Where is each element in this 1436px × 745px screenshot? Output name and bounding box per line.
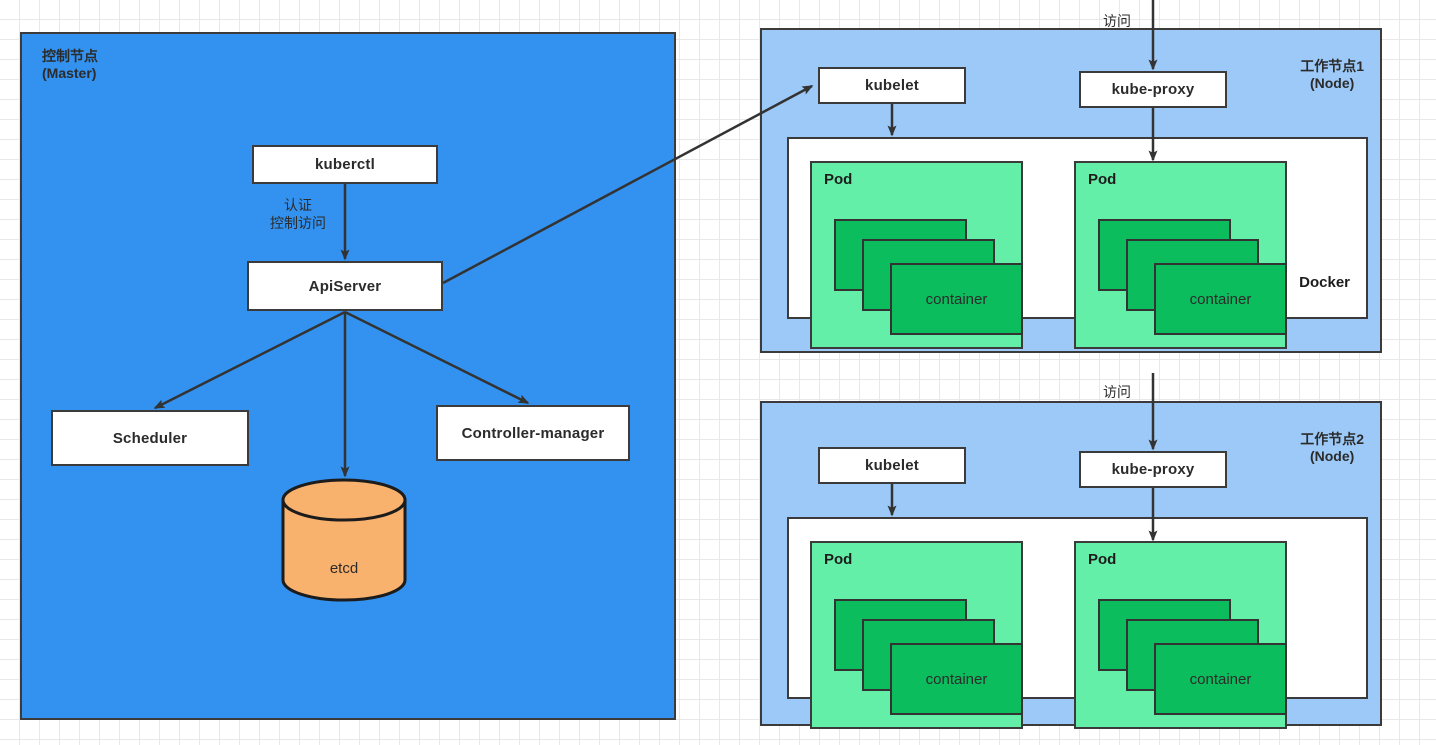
kube-proxy-box-node-2[interactable]: kube-proxy — [1079, 451, 1227, 488]
pod-box[interactable]: Pod container container container — [810, 161, 1023, 349]
pod-box[interactable]: Pod container container container — [810, 541, 1023, 729]
worker-node-2-title: 工作节点2 (Node) — [1300, 431, 1364, 464]
scheduler-box[interactable]: Scheduler — [51, 410, 249, 466]
master-node-region: 控制节点 (Master) — [20, 32, 676, 720]
container-box[interactable]: container — [890, 263, 1023, 335]
apiserver-label: ApiServer — [308, 277, 382, 295]
pod-label: Pod — [1088, 171, 1117, 188]
pod-box[interactable]: Pod container container container — [1074, 161, 1287, 349]
apiserver-box[interactable]: ApiServer — [247, 261, 443, 311]
kube-proxy-label-node-1: kube-proxy — [1111, 81, 1195, 98]
pod-label: Pod — [1088, 551, 1117, 568]
access-label-node-2: 访问 — [1103, 384, 1131, 400]
pod-label: Pod — [824, 171, 853, 188]
kubelet-label-node-1: kubelet — [865, 77, 919, 94]
kuberctl-box[interactable]: kuberctl — [252, 145, 438, 184]
kubelet-box-node-1[interactable]: kubelet — [818, 67, 966, 104]
container-label: container — [925, 290, 988, 308]
docker-runtime-region-node-2: Pod container container container Pod co… — [787, 517, 1368, 729]
scheduler-label: Scheduler — [112, 429, 188, 447]
container-box[interactable]: container — [1154, 263, 1287, 335]
pod-label: Pod — [824, 551, 853, 568]
access-label-node-1: 访问 — [1103, 13, 1131, 29]
controller-manager-box[interactable]: Controller-manager — [436, 405, 630, 461]
etcd-cylinder[interactable]: etcd — [280, 478, 408, 602]
controller-manager-label: Controller-manager — [461, 424, 605, 442]
container-label: container — [1189, 670, 1252, 688]
auth-edge-label: 认证 控制访问 — [270, 197, 326, 231]
etcd-shape — [281, 478, 407, 602]
docker-label-node-1: Docker — [1299, 274, 1350, 291]
docker-runtime-region-node-1: Docker Pod container container container… — [787, 137, 1368, 349]
etcd-label: etcd — [329, 560, 359, 577]
container-box[interactable]: container — [890, 643, 1023, 715]
container-label: container — [925, 670, 988, 688]
container-box[interactable]: container — [1154, 643, 1287, 715]
kubelet-box-node-2[interactable]: kubelet — [818, 447, 966, 484]
pod-box[interactable]: Pod container container container — [1074, 541, 1287, 729]
kube-proxy-box-node-1[interactable]: kube-proxy — [1079, 71, 1227, 108]
worker-node-1-title: 工作节点1 (Node) — [1300, 58, 1364, 91]
kube-proxy-label-node-2: kube-proxy — [1111, 461, 1195, 478]
kuberctl-label: kuberctl — [315, 156, 375, 173]
kubelet-label-node-2: kubelet — [865, 457, 919, 474]
master-region-title: 控制节点 (Master) — [42, 48, 98, 81]
container-label: container — [1189, 290, 1252, 308]
